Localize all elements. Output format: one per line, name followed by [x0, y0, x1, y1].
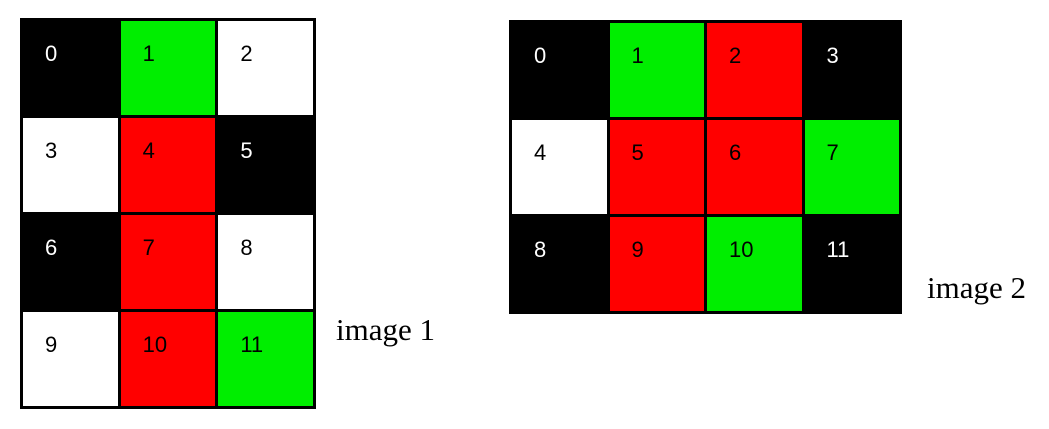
cell-label: 5 — [240, 138, 253, 163]
cell-label: 7 — [142, 235, 155, 260]
cell-label: 5 — [631, 140, 644, 165]
cell-label: 9 — [631, 237, 644, 262]
image-1-cell: 10 — [120, 312, 216, 406]
cell-label: 9 — [45, 332, 58, 357]
image-1-cell: 6 — [23, 215, 118, 309]
image-1-cell: 11 — [218, 312, 313, 406]
image-2-cell: 6 — [707, 120, 802, 214]
image-2-grid: 0 1 2 3 4 5 6 7 8 9 10 11 — [509, 20, 902, 314]
cell-label: 7 — [826, 140, 839, 165]
image-2-cell: 3 — [804, 23, 899, 117]
image-1-cell: 3 — [23, 118, 118, 212]
image-2-cell: 2 — [707, 23, 802, 117]
cell-label: 11 — [240, 332, 264, 357]
image-2-cell: 5 — [609, 120, 704, 214]
image-1-caption: image 1 — [336, 312, 435, 347]
cell-label: 2 — [240, 41, 253, 66]
cell-label: 4 — [142, 138, 155, 163]
image-1-cell: 9 — [23, 312, 118, 406]
cell-label: 3 — [826, 43, 839, 68]
cell-label: 10 — [142, 332, 168, 357]
image-2-cell: 7 — [804, 120, 899, 214]
cell-label: 8 — [534, 237, 547, 262]
cell-label: 1 — [142, 41, 155, 66]
cell-label: 6 — [729, 140, 742, 165]
image-2-caption: image 2 — [927, 270, 1026, 305]
cell-label: 0 — [45, 41, 58, 66]
cell-label: 6 — [45, 235, 58, 260]
image-1-cell: 8 — [218, 215, 313, 309]
cell-label: 4 — [534, 140, 547, 165]
image-1-cell: 7 — [120, 215, 216, 309]
image-2-cell: 1 — [609, 23, 704, 117]
cell-label: 3 — [45, 138, 58, 163]
image-1-grid: 0 1 2 3 4 5 6 7 8 9 10 11 — [20, 18, 316, 409]
image-2-cell: 11 — [804, 217, 899, 311]
cell-label: 1 — [631, 43, 644, 68]
image-2-cell: 10 — [707, 217, 802, 311]
cell-label: 8 — [240, 235, 253, 260]
cell-label: 10 — [729, 237, 754, 262]
image-1-cell: 4 — [120, 118, 216, 212]
image-2-cell: 9 — [609, 217, 704, 311]
cell-label: 11 — [826, 237, 850, 262]
image-1-cell: 1 — [120, 21, 216, 115]
image-1-cell: 5 — [218, 118, 313, 212]
image-2-cell: 4 — [512, 120, 607, 214]
image-1-cell: 2 — [218, 21, 313, 115]
image-2-cell: 8 — [512, 217, 607, 311]
image-1-cell: 0 — [23, 21, 118, 115]
cell-label: 2 — [729, 43, 742, 68]
cell-label: 0 — [534, 43, 547, 68]
image-2-cell: 0 — [512, 23, 607, 117]
